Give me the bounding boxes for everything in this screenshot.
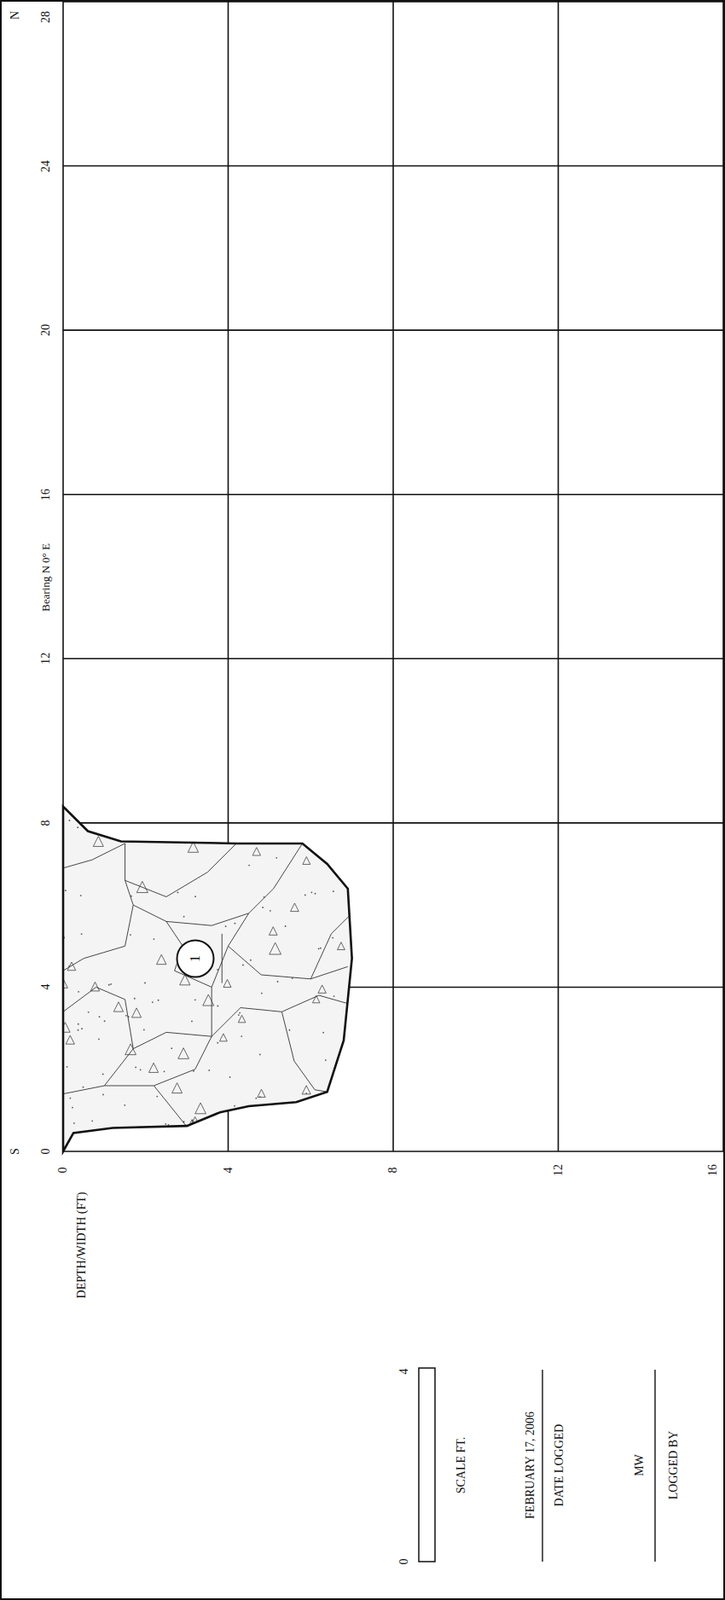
date-value: FEBRUARY 17, 2006 <box>523 1411 537 1520</box>
direction-label: S <box>8 1148 22 1155</box>
entry-underline <box>654 1369 656 1562</box>
scale-bar <box>418 1368 435 1562</box>
axis-number: 4 <box>221 1167 235 1174</box>
axis-number: 12 <box>551 1164 565 1177</box>
field-label: LOGGED BY <box>667 1431 680 1501</box>
axis-title: DEPTH/WIDTH (FT) <box>75 1192 88 1300</box>
axis-number: 16 <box>39 488 53 501</box>
scale-label: SCALE FT. <box>454 1437 468 1495</box>
axis-number: 8 <box>386 1167 400 1174</box>
logger-value: MW <box>632 1454 646 1477</box>
scale-number: 4 <box>397 1368 411 1375</box>
callout-circle: 1 <box>175 939 215 979</box>
axis-number: 24 <box>39 160 53 173</box>
axis-number: 28 <box>39 11 53 24</box>
axis-number: 0 <box>39 1148 53 1155</box>
bearing-label: Bearing N 0° E <box>40 543 53 612</box>
pit-fill <box>58 806 354 1152</box>
log-grid <box>63 1 724 1152</box>
field-label: DATE LOGGED <box>552 1424 566 1508</box>
axis-number: 12 <box>39 652 53 665</box>
axis-number: 8 <box>39 819 53 826</box>
axis-number: 16 <box>706 1164 720 1177</box>
entry-underline <box>541 1369 543 1562</box>
axis-number: 4 <box>39 984 53 991</box>
scale-number: 0 <box>397 1559 411 1566</box>
callout-number: 1 <box>187 955 203 963</box>
axis-number: 0 <box>56 1167 70 1174</box>
pit-outline <box>63 806 353 1152</box>
axis-number: 20 <box>39 324 53 337</box>
direction-label: N <box>8 11 22 20</box>
